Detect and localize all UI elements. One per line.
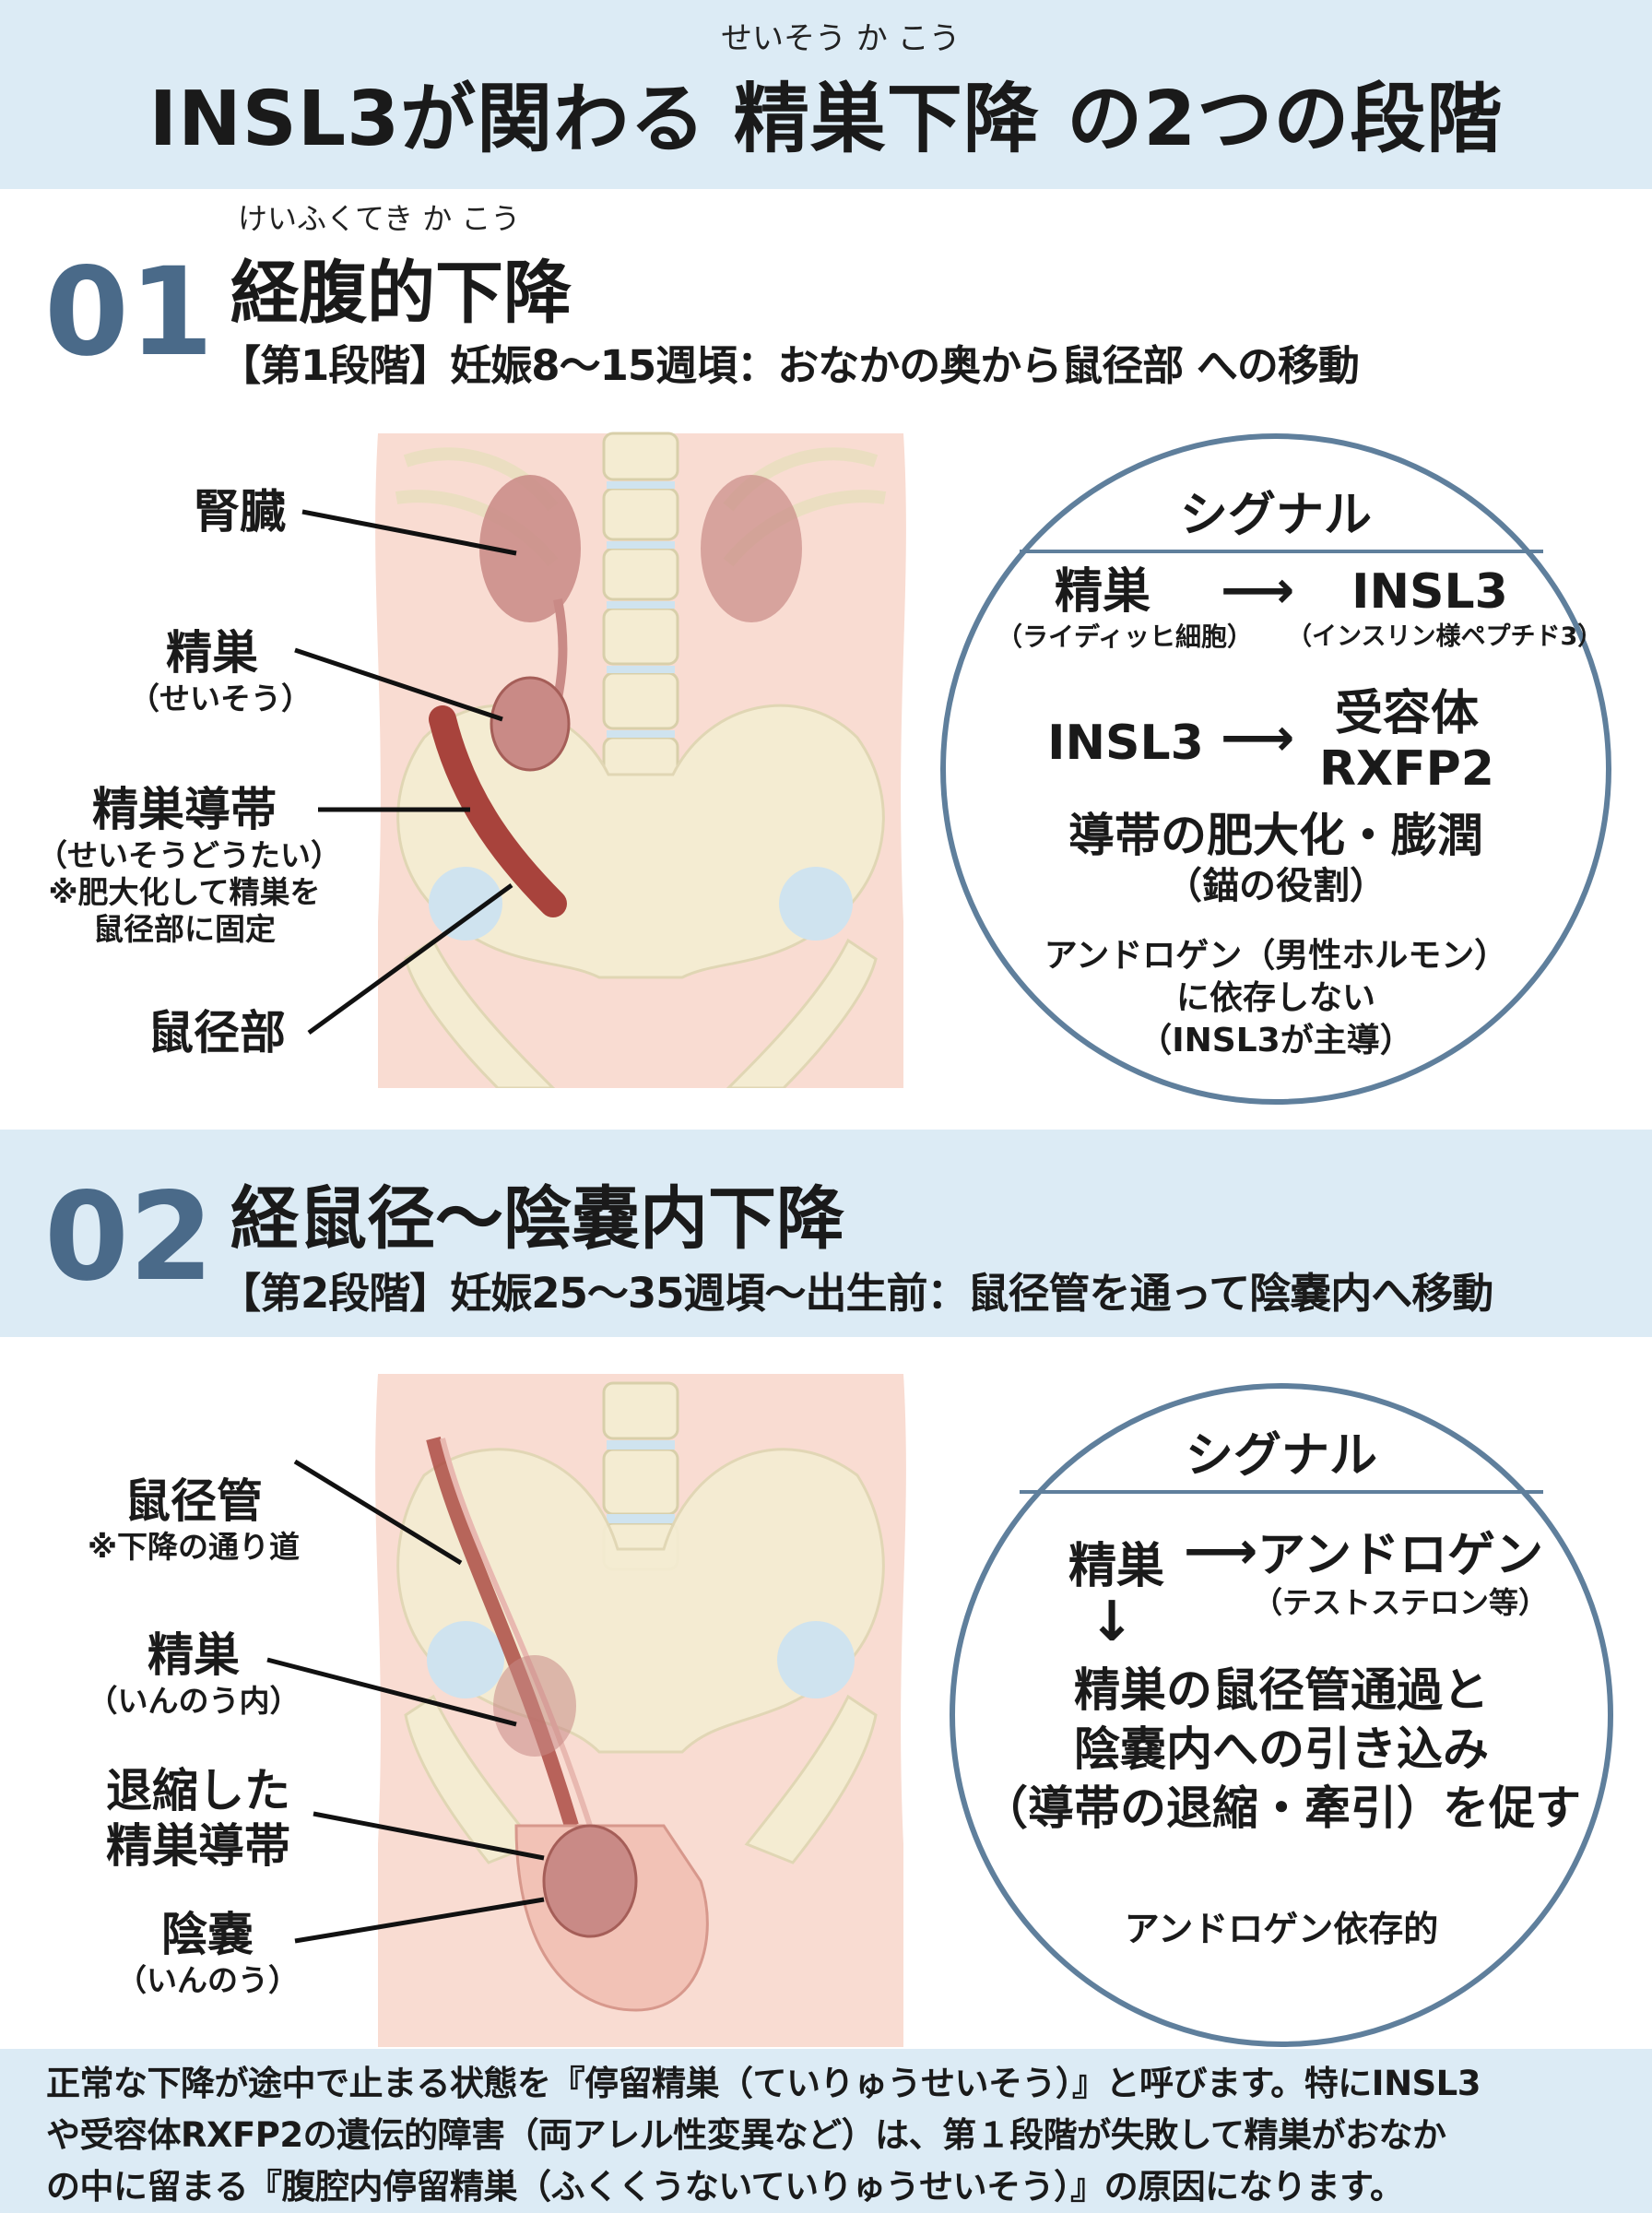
stage2-note: アンドロゲン依存的: [1124, 1909, 1439, 1949]
footer-note: 正常な下降が途中で止まる状態を『停留精巣（ていりゅうせいそう）』と呼びます。特に…: [0, 2049, 1652, 2213]
stage1-signal-heading: シグナル: [1179, 488, 1372, 543]
stage1-kidney-right: [701, 475, 802, 622]
stage2-illustration: [266, 1374, 906, 2047]
arrow-right-icon: ⟶: [1184, 1521, 1258, 1581]
stage1-title: 経腹的下降: [230, 254, 572, 333]
stage1-note: アンドロゲン（男性ホルモン） に依存しない （INSL3が主導）: [1044, 937, 1508, 1059]
stage1-row1-left: 精巣 （ライディッヒ細胞）: [997, 564, 1254, 652]
arrow-down-icon: ↓: [1089, 1590, 1136, 1654]
stage1-discs: [607, 481, 675, 738]
stage1-ruby: けいふくてき か こう: [238, 201, 521, 236]
stage1-label-inguinal: 鼠径部: [148, 1006, 286, 1059]
title-ruby: せいそう か こう: [721, 20, 961, 57]
title-pre: INSL3が関わる: [148, 76, 707, 163]
stage1-leader-lines: [294, 509, 517, 1035]
stage2-row1-right: アンドロゲン （テストステロン等）: [1252, 1528, 1548, 1620]
header-band: [0, 0, 1652, 189]
stage1-spine: [602, 432, 679, 786]
footer-line-3: の中に留まる『腹腔内停留精巣（ふくくうないていりゅうせいそう）』の原因になります…: [46, 2167, 1404, 2207]
page-title: INSL3が関わる 精巣下降 の2つの段階: [0, 57, 1652, 167]
stage1-gubernaculum: [429, 705, 567, 917]
title-post: の2つの段階: [1067, 76, 1504, 163]
stage1-label-kidney: 腎臓: [194, 485, 286, 538]
stage2-row1-left: 精巣: [1068, 1539, 1164, 1594]
stage2-inguinal-canal: [426, 1437, 579, 1828]
arrow-right-icon: ⟶: [1221, 708, 1295, 768]
stage1-illustration: [294, 432, 906, 1088]
stage1-effect: 導帯の肥大化・膨潤 （錨の役割）: [1068, 809, 1483, 907]
stage1-signal-divider: [1020, 550, 1543, 553]
stage2-title: 経鼠径〜陰嚢内下降: [230, 1179, 844, 1259]
stage2-testis: [542, 1824, 638, 1938]
stage2-signal-circle: シグナル 精巣 ⟶ アンドロゲン （テストステロン等） ↓ 精巣の鼠径管通過と …: [950, 1383, 1613, 2047]
stage2-signal-divider: [1020, 1490, 1543, 1494]
arrow-right-icon: ⟶: [1221, 561, 1295, 621]
stage1-number: 01: [44, 242, 214, 384]
stage1-row2-left: INSL3: [1047, 716, 1204, 771]
stage1-row2-right: 受容体 RXFP2: [1319, 686, 1494, 797]
stage2-label-retracted: 退縮した 精巣導帯: [106, 1764, 290, 1873]
stage2-band: [0, 1130, 1652, 1337]
stage2-signal-heading: シグナル: [1185, 1428, 1377, 1484]
stage2-label-canal: 鼠径管 ※下降の通り道: [87, 1474, 301, 1565]
stage1-subtitle: 【第1段階】妊娠8〜15週頃：おなかの奥から鼠径部 への移動: [219, 341, 1360, 390]
stage2-label-testis: 精巣 （いんのう内）: [87, 1628, 301, 1719]
stage2-discs: [607, 1440, 675, 1523]
stage2-subtitle: 【第2段階】妊娠25〜35週頃〜出生前：鼠径管を通って陰嚢内へ移動: [219, 1269, 1493, 1318]
footer-line-1: 正常な下降が途中で止まる状態を『停留精巣（ていりゅうせいそう）』と呼びます。特に…: [46, 2064, 1481, 2103]
title-key: 精巣下降: [733, 76, 1040, 163]
stage1-signal-circle: シグナル 精巣 （ライディッヒ細胞） ⟶ INSL3 （インスリン様ペプチド3）…: [940, 433, 1611, 1105]
stage1-testis: [490, 676, 571, 772]
stage2-testis-ghost: [493, 1655, 576, 1757]
stage1-row1-right: INSL3 （インスリン様ペプチド3）: [1287, 564, 1603, 651]
stage2-effect: 精巣の鼠径管通過と 陰嚢内への引き込み （導帯の退縮・牽引）を促す: [982, 1663, 1581, 1835]
stage2-label-scrotum: 陰嚢 （いんのう）: [116, 1908, 299, 1998]
stage2-leader-lines: [266, 1459, 545, 1944]
stage1-label-gubernaculum: 精巣導帯 （せいそうどうたい） ※肥大化して精巣を 鼠径部に固定: [37, 783, 341, 947]
stage1-label-testis: 精巣 （せいそう）: [129, 626, 312, 716]
stage2-number: 02: [44, 1166, 214, 1308]
stage1-kidney-left: [479, 475, 581, 622]
footer-line-2: や受容体RXFP2の遺伝的障害（両アレル性変異など）は、第１段階が失敗して精巣が…: [46, 2115, 1446, 2155]
